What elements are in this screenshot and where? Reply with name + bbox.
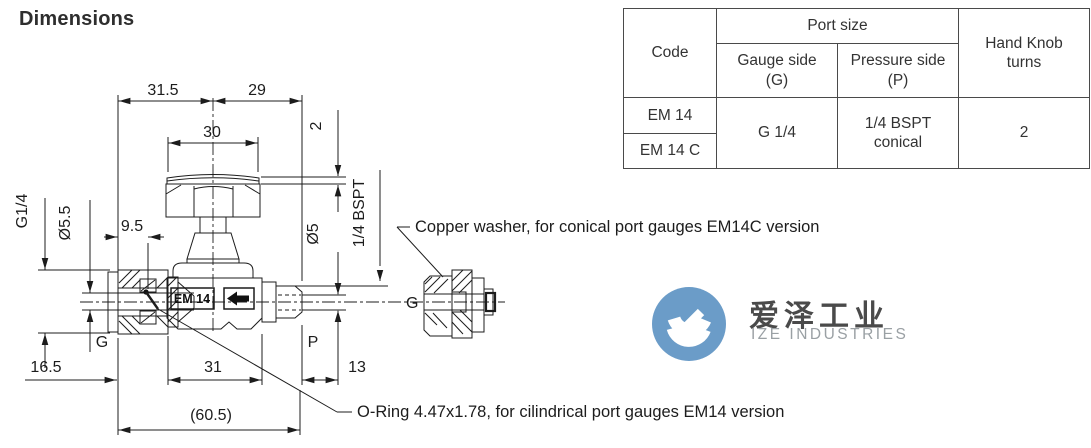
centerlines bbox=[80, 98, 505, 334]
dim-gauge-bore: Ø5.5 bbox=[57, 206, 74, 241]
dimension-labels: 31.5 29 30 2 Ø5 1/4 BSPT G1/4 Ø5.5 9.5 1… bbox=[14, 82, 368, 424]
hatching bbox=[424, 269, 473, 335]
dim-31-5: 31.5 bbox=[147, 82, 178, 99]
dim-16-5: 16.5 bbox=[30, 359, 61, 376]
dim-g-thread: G1/4 bbox=[14, 194, 31, 229]
dim-31: 31 bbox=[204, 359, 222, 376]
port-size-table: Code Port size Hand Knob turns Gauge sid… bbox=[623, 8, 1090, 169]
dim-port-thread: 1/4 BSPT bbox=[351, 179, 368, 248]
dimension-lines bbox=[25, 100, 338, 431]
dim-port-bore: Ø5 bbox=[305, 223, 322, 244]
model-label: EM 14 bbox=[174, 292, 210, 306]
pressure-port-label: P bbox=[308, 334, 319, 351]
copper-washer-annotation: Copper washer, for conical port gauges E… bbox=[415, 218, 819, 236]
extension-lines bbox=[38, 95, 388, 435]
detail-port-label: G bbox=[406, 295, 418, 312]
logo-mark bbox=[652, 287, 726, 361]
dim-13: 13 bbox=[348, 359, 366, 376]
gauge-port-label: G bbox=[96, 334, 108, 351]
cell-pressure-value: 1/4 BSPT conical bbox=[837, 97, 959, 169]
logo-name-chinese: 爱泽工业 bbox=[749, 299, 889, 334]
cell-hand-knob-value: 2 bbox=[958, 97, 1090, 169]
dimension-arrows bbox=[41, 97, 384, 434]
leader-lines bbox=[157, 226, 444, 413]
page-title: Dimensions bbox=[19, 8, 135, 30]
valve-front-view: EM 14 bbox=[107, 174, 303, 335]
o-ring-annotation: O-Ring 4.47x1.78, for cilindrical port g… bbox=[357, 403, 784, 421]
logo-name-english: IZE INDUSTRIES bbox=[751, 326, 909, 343]
cell-code-em14c: EM 14 C bbox=[623, 133, 717, 169]
dim-9-5: 9.5 bbox=[121, 218, 143, 235]
col-header-pressure-side: Pressure side (P) bbox=[837, 43, 959, 98]
hatching bbox=[118, 269, 179, 335]
cell-gauge-value: G 1/4 bbox=[716, 97, 838, 169]
valve-detail-view: G bbox=[406, 269, 497, 339]
col-header-code: Code bbox=[623, 8, 717, 98]
col-header-port-size: Port size bbox=[716, 8, 959, 44]
dim-2: 2 bbox=[308, 121, 325, 130]
cell-code-em14: EM 14 bbox=[623, 97, 717, 134]
dim-29: 29 bbox=[248, 82, 266, 99]
dim-overall: (60.5) bbox=[190, 407, 232, 424]
flow-arrow-icon bbox=[227, 291, 249, 306]
col-header-hand-knob: Hand Knob turns bbox=[958, 8, 1090, 98]
col-header-gauge-side: Gauge side (G) bbox=[716, 43, 838, 98]
dim-30: 30 bbox=[203, 124, 221, 141]
